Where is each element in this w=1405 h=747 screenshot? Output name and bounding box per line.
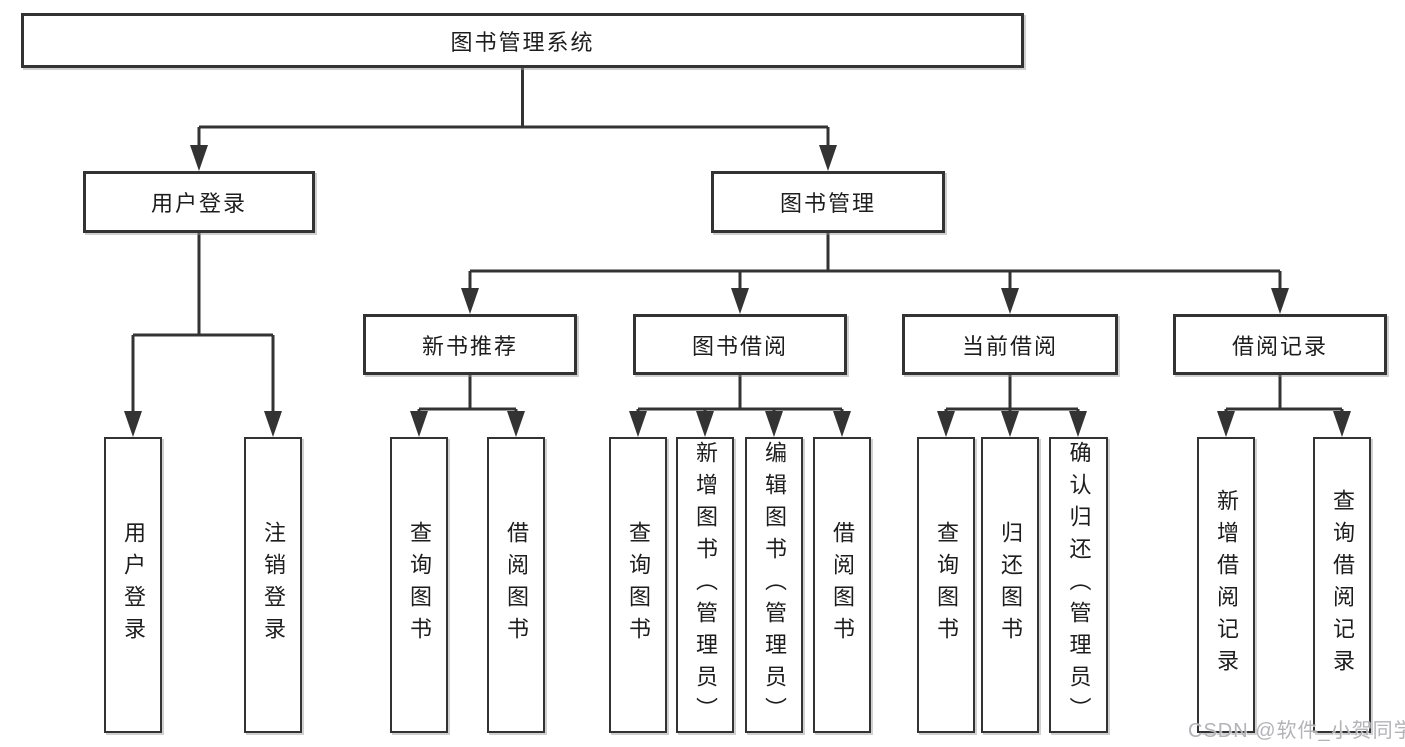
node-user-login: 用户登录 (83, 171, 315, 233)
arrowhead-icon (461, 288, 479, 314)
node-current-borrow: 当前借阅 (902, 314, 1118, 375)
arrowhead-icon (1001, 288, 1019, 314)
arrowhead-icon (937, 411, 955, 437)
csdn-watermark: CSDN @软件_小贺同学 (1188, 720, 1405, 742)
node-book-mgmt: 图书管理 (711, 171, 945, 233)
arrowhead-icon (765, 411, 783, 437)
node-bb-add: 新增图书（管理员） (676, 437, 734, 733)
node-br-query: 查询借阅记录 (1313, 437, 1371, 733)
node-cb-return: 归还图书 (981, 437, 1039, 733)
arrowhead-icon (507, 411, 525, 437)
arrowhead-icon (1001, 411, 1019, 437)
node-root: 图书管理系统 (21, 13, 1024, 68)
arrowhead-icon (190, 145, 208, 171)
node-new-book-rec: 新书推荐 (363, 314, 577, 375)
node-ul-login: 用户登录 (104, 437, 162, 733)
node-bb-borrow: 借阅图书 (813, 437, 871, 733)
node-cb-confirm: 确认归还（管理员） (1049, 437, 1108, 733)
node-borrow-records: 借阅记录 (1173, 314, 1387, 375)
arrowhead-icon (1069, 411, 1087, 437)
node-cb-query: 查询图书 (917, 437, 975, 733)
arrowhead-icon (731, 288, 749, 314)
arrowhead-icon (696, 411, 714, 437)
arrowhead-icon (833, 411, 851, 437)
node-br-add: 新增借阅记录 (1197, 437, 1255, 733)
arrowhead-icon (264, 411, 282, 437)
arrowhead-icon (1217, 411, 1235, 437)
arrowhead-icon (124, 411, 142, 437)
arrowhead-icon (1333, 411, 1351, 437)
arrowhead-icon (410, 411, 428, 437)
arrowhead-icon (629, 411, 647, 437)
arrowhead-icon (819, 145, 837, 171)
node-ul-logout: 注销登录 (244, 437, 302, 733)
node-bb-edit: 编辑图书（管理员） (745, 437, 803, 733)
node-nb-query: 查询图书 (390, 437, 448, 733)
node-book-borrow: 图书借阅 (633, 314, 847, 375)
arrowhead-icon (1271, 288, 1289, 314)
node-bb-query: 查询图书 (609, 437, 667, 733)
node-nb-borrow: 借阅图书 (487, 437, 545, 733)
